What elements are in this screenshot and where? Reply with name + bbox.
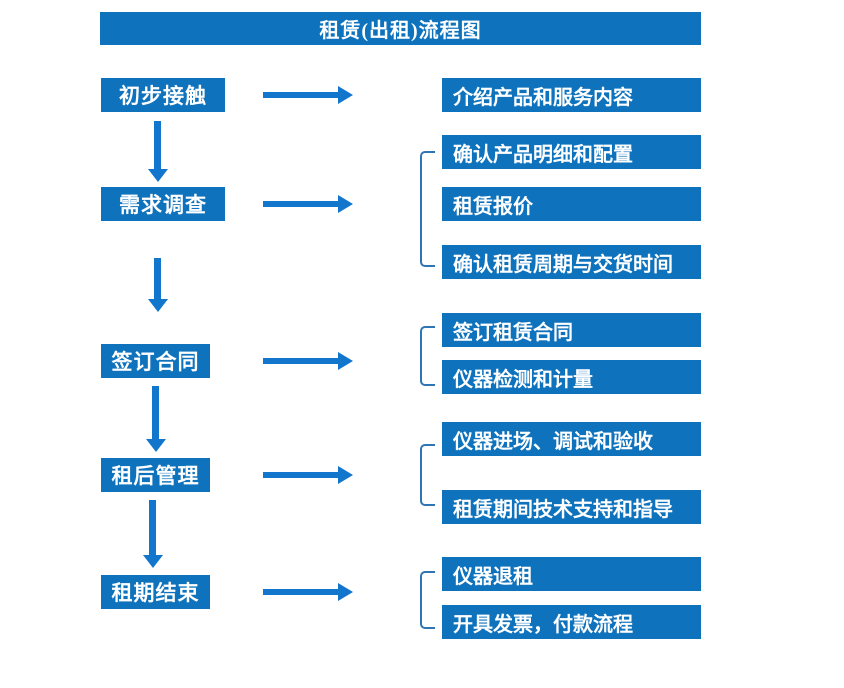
step-box-initial-contact: 初步接触 bbox=[101, 78, 225, 112]
detail-box-confirm-config: 确认产品明细和配置 bbox=[442, 135, 701, 169]
step-box-sign-contract: 签订合同 bbox=[101, 344, 210, 378]
down-arrow-icon bbox=[149, 500, 156, 555]
group-bracket bbox=[420, 444, 435, 506]
step-box-post-rental-mgmt: 租后管理 bbox=[101, 458, 210, 492]
detail-box-invoice-payment: 开具发票，付款流程 bbox=[442, 605, 701, 639]
right-arrow-icon bbox=[263, 201, 338, 207]
detail-box-instrument-testing: 仪器检测和计量 bbox=[442, 360, 701, 394]
detail-box-intro-products: 介绍产品和服务内容 bbox=[442, 78, 701, 112]
chart-title: 租赁(出租)流程图 bbox=[100, 12, 701, 45]
detail-box-rental-quote: 租赁报价 bbox=[442, 187, 701, 221]
step-box-rental-end: 租期结束 bbox=[101, 575, 210, 609]
detail-box-confirm-period: 确认租赁周期与交货时间 bbox=[442, 245, 701, 279]
down-arrow-icon bbox=[154, 258, 161, 299]
group-bracket bbox=[420, 571, 435, 629]
step-box-demand-survey: 需求调查 bbox=[101, 187, 225, 221]
detail-box-tech-support: 租赁期间技术支持和指导 bbox=[442, 490, 701, 524]
group-bracket bbox=[420, 151, 435, 267]
right-arrow-icon bbox=[263, 358, 338, 364]
right-arrow-icon bbox=[263, 472, 338, 478]
right-arrow-icon bbox=[263, 92, 338, 98]
down-arrow-icon bbox=[152, 386, 159, 439]
detail-box-instrument-entry: 仪器进场、调试和验收 bbox=[442, 422, 701, 456]
detail-box-instrument-return: 仪器退租 bbox=[442, 557, 701, 591]
group-bracket bbox=[420, 326, 435, 386]
detail-box-sign-rental-contract: 签订租赁合同 bbox=[442, 313, 701, 347]
right-arrow-icon bbox=[263, 589, 338, 595]
down-arrow-icon bbox=[154, 121, 161, 169]
